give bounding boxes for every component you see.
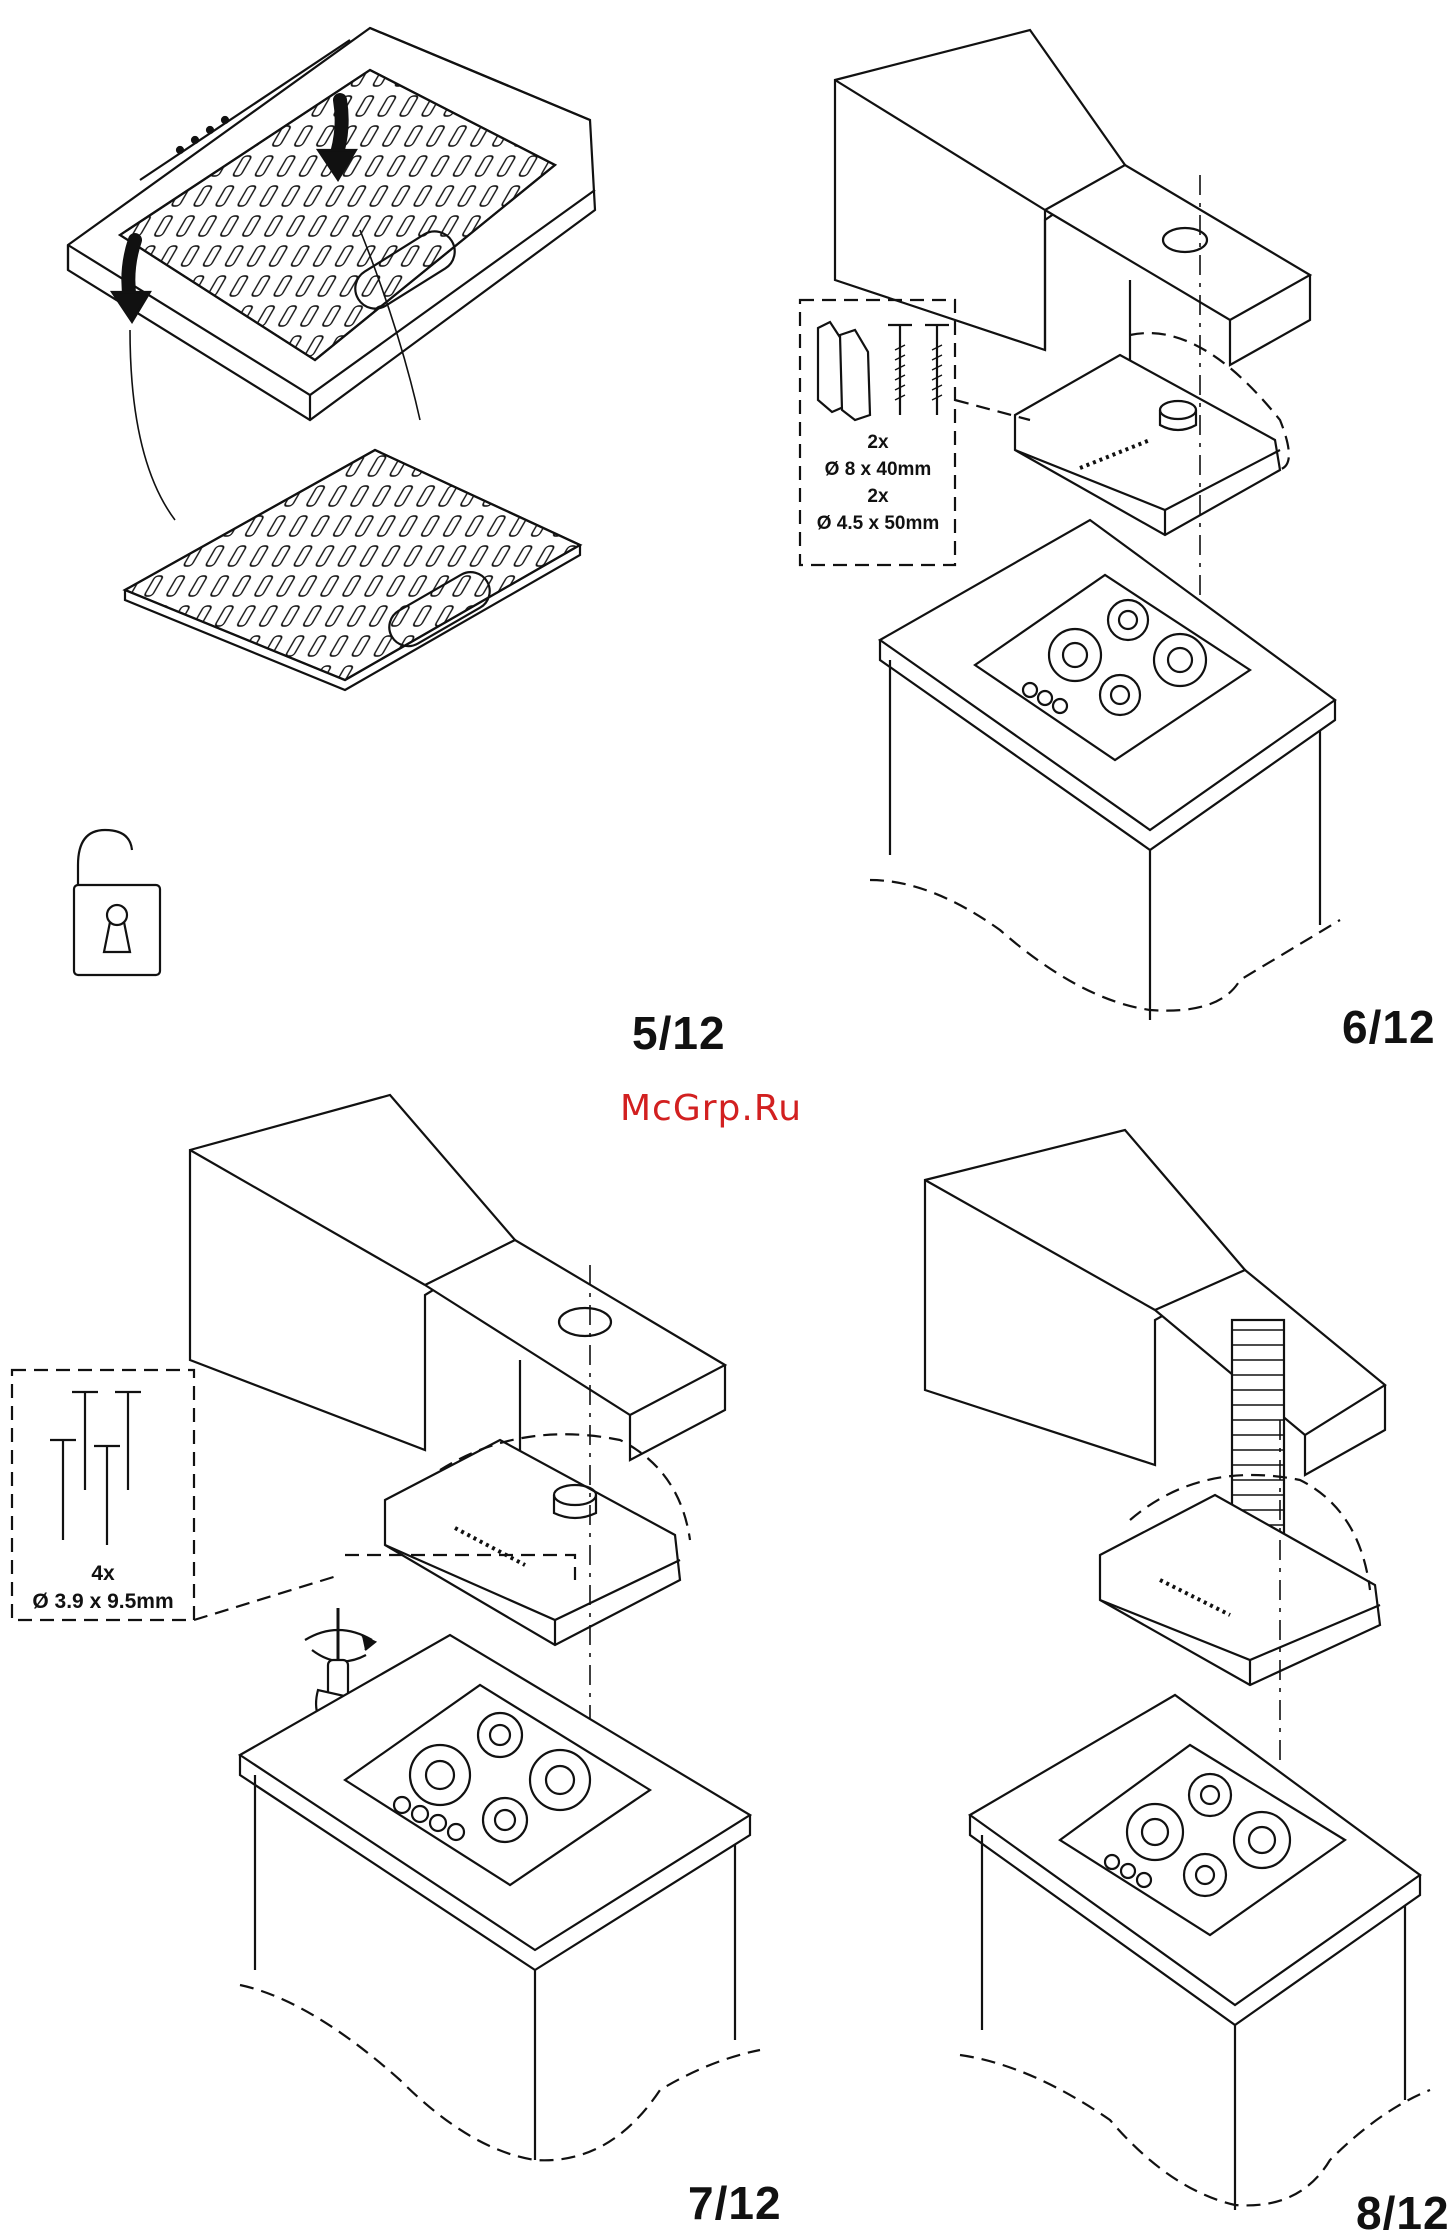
wall-cabinet: [925, 1130, 1385, 1475]
wall-cabinet: [190, 1095, 725, 1470]
callout-size-screws: Ø 4.5 x 50mm: [817, 513, 940, 534]
step-label-8: 8/12: [1356, 2186, 1450, 2240]
flexible-duct: [1232, 1320, 1284, 1540]
hood-mounted: [1015, 333, 1289, 535]
watermark: McGrp.Ru: [620, 1088, 802, 1129]
step-label-7: 7/12: [688, 2176, 782, 2230]
wall-cabinet: [835, 30, 1310, 400]
step-label-5: 5/12: [632, 1006, 726, 1060]
step7-callout-box: [12, 1370, 340, 1620]
grease-filter-removed: [125, 450, 580, 690]
step7-illustration: [12, 1095, 760, 2160]
step-label-6: 6/12: [1342, 1000, 1436, 1054]
callout-qty-screws: 4x: [91, 1562, 115, 1585]
step5-illustration: [68, 28, 595, 690]
step8-illustration: [925, 1130, 1430, 2210]
callout-qty-screws: 2x: [867, 486, 889, 507]
hood-mounted: [345, 1434, 690, 1645]
callout-qty-anchors: 2x: [867, 432, 889, 453]
callout-size-screws: Ø 3.9 x 9.5mm: [32, 1590, 173, 1613]
callout-size-anchors: Ø 8 x 40mm: [825, 459, 932, 480]
unlock-icon: [74, 830, 160, 975]
